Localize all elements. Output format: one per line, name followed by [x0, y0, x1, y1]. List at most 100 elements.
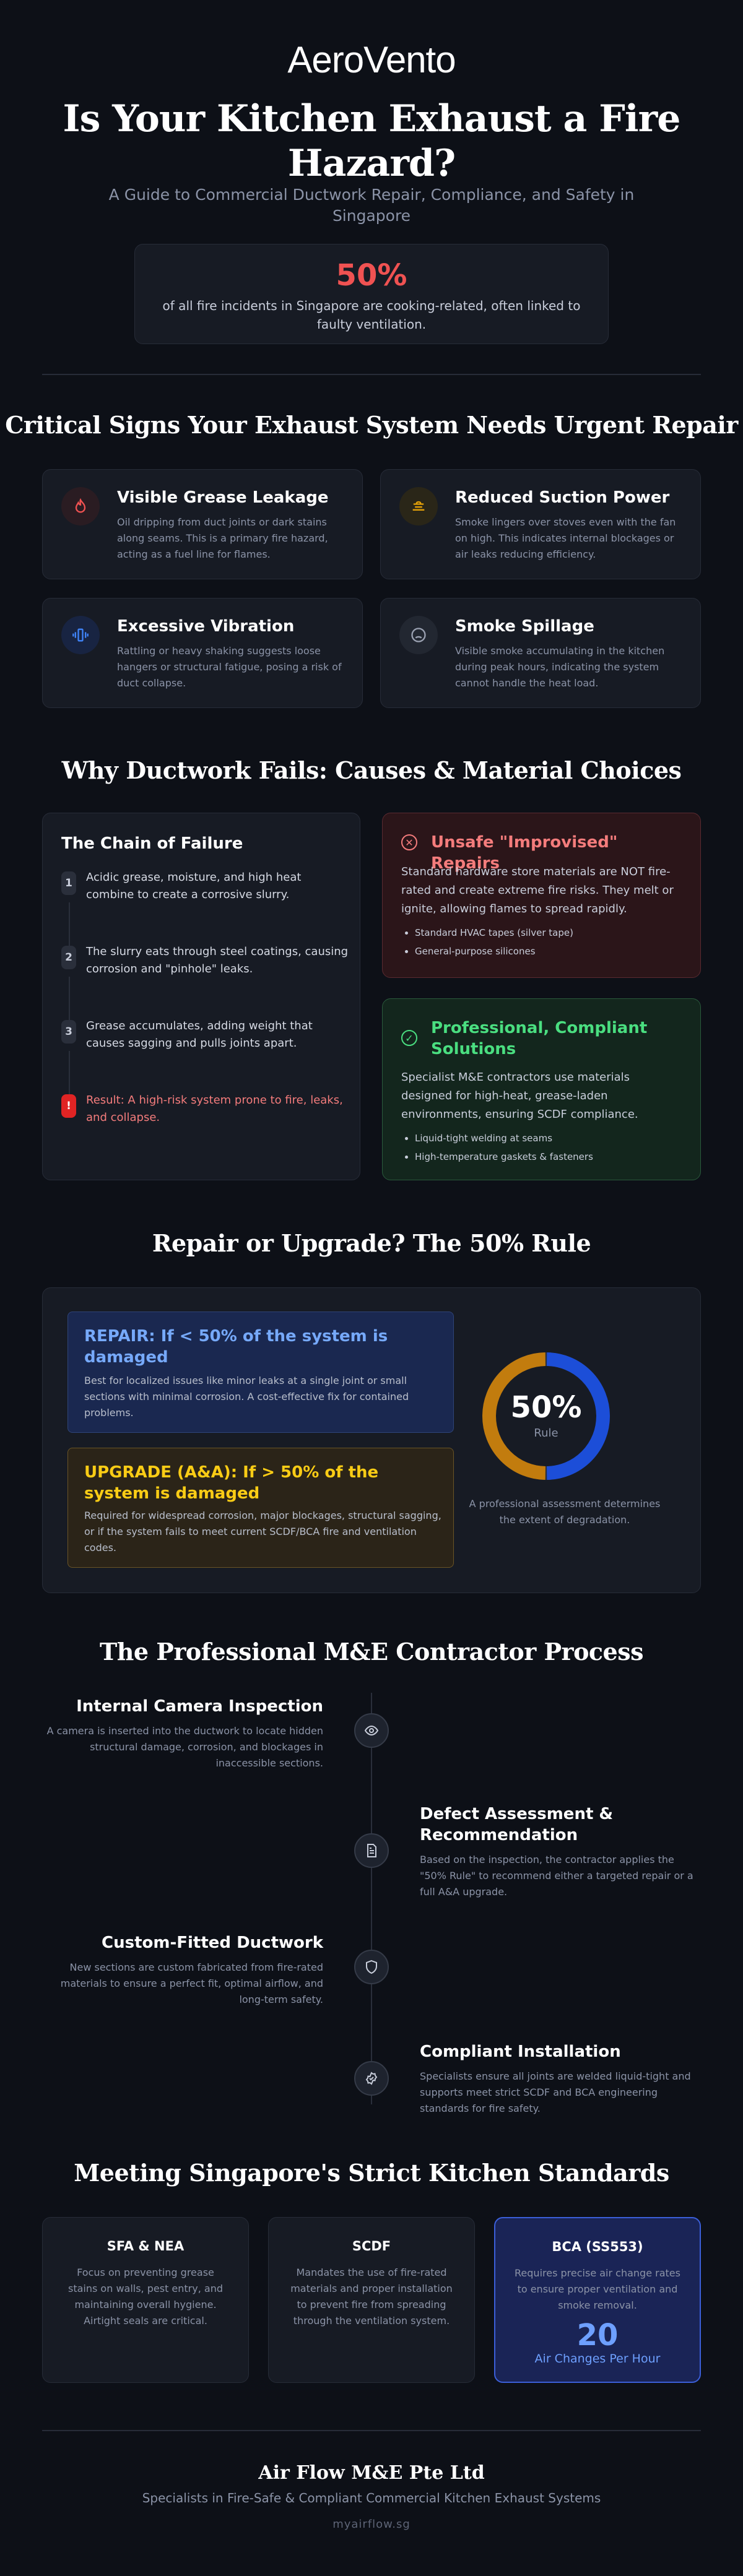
timeline-line — [371, 1693, 372, 2104]
process-step-title: Custom-Fitted Ductwork — [102, 1934, 323, 1952]
sign-card: Visible Grease Leakage Oil dripping from… — [42, 469, 363, 579]
process-step-title: Compliant Installation — [420, 2042, 621, 2061]
eye-icon — [354, 1713, 389, 1748]
brand-logo: AeroVento — [287, 39, 456, 80]
standard-text: Focus on preventing grease stains on wal… — [68, 2267, 223, 2327]
flame-icon — [61, 487, 100, 525]
step-text: The slurry eats through steel coatings, … — [86, 945, 349, 975]
check-circle-icon: ✓ — [401, 1030, 417, 1046]
stat-value: 50% — [336, 258, 407, 293]
donut-caption: Rule — [534, 1427, 558, 1440]
repair-text: Best for localized issues like minor lea… — [84, 1375, 409, 1419]
result-text: Result: A high-risk system prone to fire… — [86, 1094, 343, 1124]
step-text: Grease accumulates, adding weight that c… — [86, 1019, 313, 1050]
donut-value: 50% — [510, 1390, 582, 1425]
sign-title: Excessive Vibration — [117, 617, 295, 636]
rule-section-title: Repair or Upgrade? The 50% Rule — [152, 1229, 591, 1257]
page-subtitle: A Guide to Commercial Ductwork Repair, C… — [108, 186, 635, 225]
vibration-icon — [61, 616, 100, 654]
donut-segment-repair — [546, 1352, 610, 1480]
air-change-value: 20 — [576, 2318, 619, 2353]
stat-callout: 50% of all fire incidents in Singapore a… — [134, 244, 609, 344]
process-step: Custom-Fitted Ductwork New sections are … — [42, 1932, 323, 2008]
chain-step: 1 Acidic grease, moisture, and high heat… — [61, 869, 352, 904]
standard-text: Requires precise air change rates to ens… — [515, 2267, 680, 2311]
divider — [42, 374, 701, 375]
list-item: Liquid-tight welding at seams — [415, 1129, 681, 1148]
signs-section-title: Critical Signs Your Exhaust System Needs… — [5, 411, 738, 439]
sign-title: Visible Grease Leakage — [117, 488, 329, 507]
compliant-solutions-card: ✓ Professional, Compliant Solutions Spec… — [382, 998, 701, 1180]
safe-list: Liquid-tight welding at seams High-tempe… — [415, 1129, 681, 1166]
standard-title: SCDF — [352, 2239, 391, 2254]
air-change-caption: Air Changes Per Hour — [534, 2352, 661, 2366]
upgrade-title: UPGRADE (A&A): If > 50% of the system is… — [84, 1463, 379, 1503]
list-item: High-temperature gaskets & fasteners — [415, 1148, 681, 1166]
step-text: Acidic grease, moisture, and high heat c… — [86, 871, 302, 901]
standard-title: SFA & NEA — [106, 2239, 185, 2254]
safe-text: Specialist M&E contractors use materials… — [401, 1071, 638, 1121]
process-step-text: A camera is inserted into the ductwork t… — [46, 1725, 323, 1769]
process-step: Internal Camera Inspection A camera is i… — [42, 1696, 323, 1771]
x-circle-icon: ✕ — [401, 834, 417, 850]
sign-card: Smoke Spillage Visible smoke accumulatin… — [380, 598, 701, 708]
standard-title: BCA (SS553) — [552, 2239, 643, 2254]
sign-text: Rattling or heavy shaking suggests loose… — [117, 645, 342, 689]
unsafe-text: Standard hardware store materials are NO… — [401, 865, 674, 915]
unsafe-list: Standard HVAC tapes (silver tape) Genera… — [415, 923, 681, 961]
chain-result: ! Result: A high-risk system prone to fi… — [61, 1092, 352, 1126]
badge-check-icon — [354, 2061, 389, 2096]
sign-card: Reduced Suction Power Smoke lingers over… — [380, 469, 701, 579]
process-step-text: Based on the inspection, the contractor … — [420, 1854, 693, 1898]
list-item: General-purpose silicones — [415, 942, 681, 961]
stat-text: of all fire incidents in Singapore are c… — [162, 298, 581, 332]
list-item: Standard HVAC tapes (silver tape) — [415, 923, 681, 942]
footer-tagline: Specialists in Fire-Safe & Compliant Com… — [142, 2491, 601, 2505]
donut-label: 50% Rule — [480, 1391, 612, 1440]
repair-title: REPAIR: If < 50% of the system is damage… — [84, 1327, 388, 1367]
chain-connector — [69, 902, 70, 952]
divider — [42, 2430, 701, 2431]
chain-title: The Chain of Failure — [61, 834, 243, 853]
safe-title: Professional, Compliant Solutions — [431, 1019, 648, 1058]
process-step-title: Internal Camera Inspection — [76, 1697, 323, 1716]
chain-of-failure-card: The Chain of Failure 1 Acidic grease, mo… — [42, 813, 360, 1180]
process-step: Defect Assessment & Recommendation Based… — [420, 1804, 701, 1900]
upgrade-text: Required for widespread corrosion, major… — [84, 1510, 441, 1554]
frown-icon — [399, 616, 438, 654]
sign-title: Reduced Suction Power — [455, 488, 670, 507]
donut-segment-upgrade — [482, 1352, 546, 1480]
chain-connector — [69, 1051, 70, 1100]
sign-text: Visible smoke accumulating in the kitche… — [455, 645, 665, 689]
process-step: Compliant Installation Specialists ensur… — [420, 2041, 701, 2117]
chain-step: 2 The slurry eats through steel coatings… — [61, 943, 352, 978]
fan-icon — [399, 487, 438, 525]
chain-connector — [69, 977, 70, 1026]
process-step-text: Specialists ensure all joints are welded… — [420, 2070, 691, 2114]
standard-card: SFA & NEA Focus on preventing grease sta… — [42, 2217, 249, 2383]
chain-step: 3 Grease accumulates, adding weight that… — [61, 1018, 352, 1052]
standard-card-highlight: BCA (SS553) Requires precise air change … — [494, 2217, 701, 2383]
process-section-title: The Professional M&E Contractor Process — [99, 1638, 644, 1666]
step-number: 3 — [61, 1020, 76, 1044]
rule-donut-chart — [482, 1352, 610, 1480]
shield-icon — [354, 1950, 389, 1984]
sign-title: Smoke Spillage — [455, 617, 594, 636]
unsafe-title: Unsafe "Improvised" Repairs — [431, 833, 618, 873]
standard-card: SCDF Mandates the use of fire-rated mate… — [268, 2217, 475, 2383]
step-number: 1 — [61, 871, 76, 895]
rule-panel: REPAIR: If < 50% of the system is damage… — [42, 1287, 701, 1593]
footer-company: Air Flow M&E Pte Ltd — [258, 2462, 485, 2484]
process-step-text: New sections are custom fabricated from … — [60, 1961, 323, 2005]
standards-section-title: Meeting Singapore's Strict Kitchen Stand… — [74, 2159, 669, 2187]
footer-url-link[interactable]: myairflow.sg — [332, 2518, 411, 2531]
unsafe-repairs-card: ✕ Unsafe "Improvised" Repairs Standard h… — [382, 813, 701, 978]
donut-note: A professional assessment determines the… — [469, 1498, 661, 1526]
standard-text: Mandates the use of fire-rated materials… — [290, 2267, 453, 2327]
repair-box: REPAIR: If < 50% of the system is damage… — [67, 1312, 454, 1433]
step-number: 2 — [61, 946, 76, 969]
page-title: Is Your Kitchen Exhaust a Fire Hazard? — [63, 97, 681, 185]
causes-section-title: Why Ductwork Fails: Causes & Material Ch… — [61, 756, 682, 784]
sign-text: Oil dripping from duct joints or dark st… — [117, 516, 328, 560]
